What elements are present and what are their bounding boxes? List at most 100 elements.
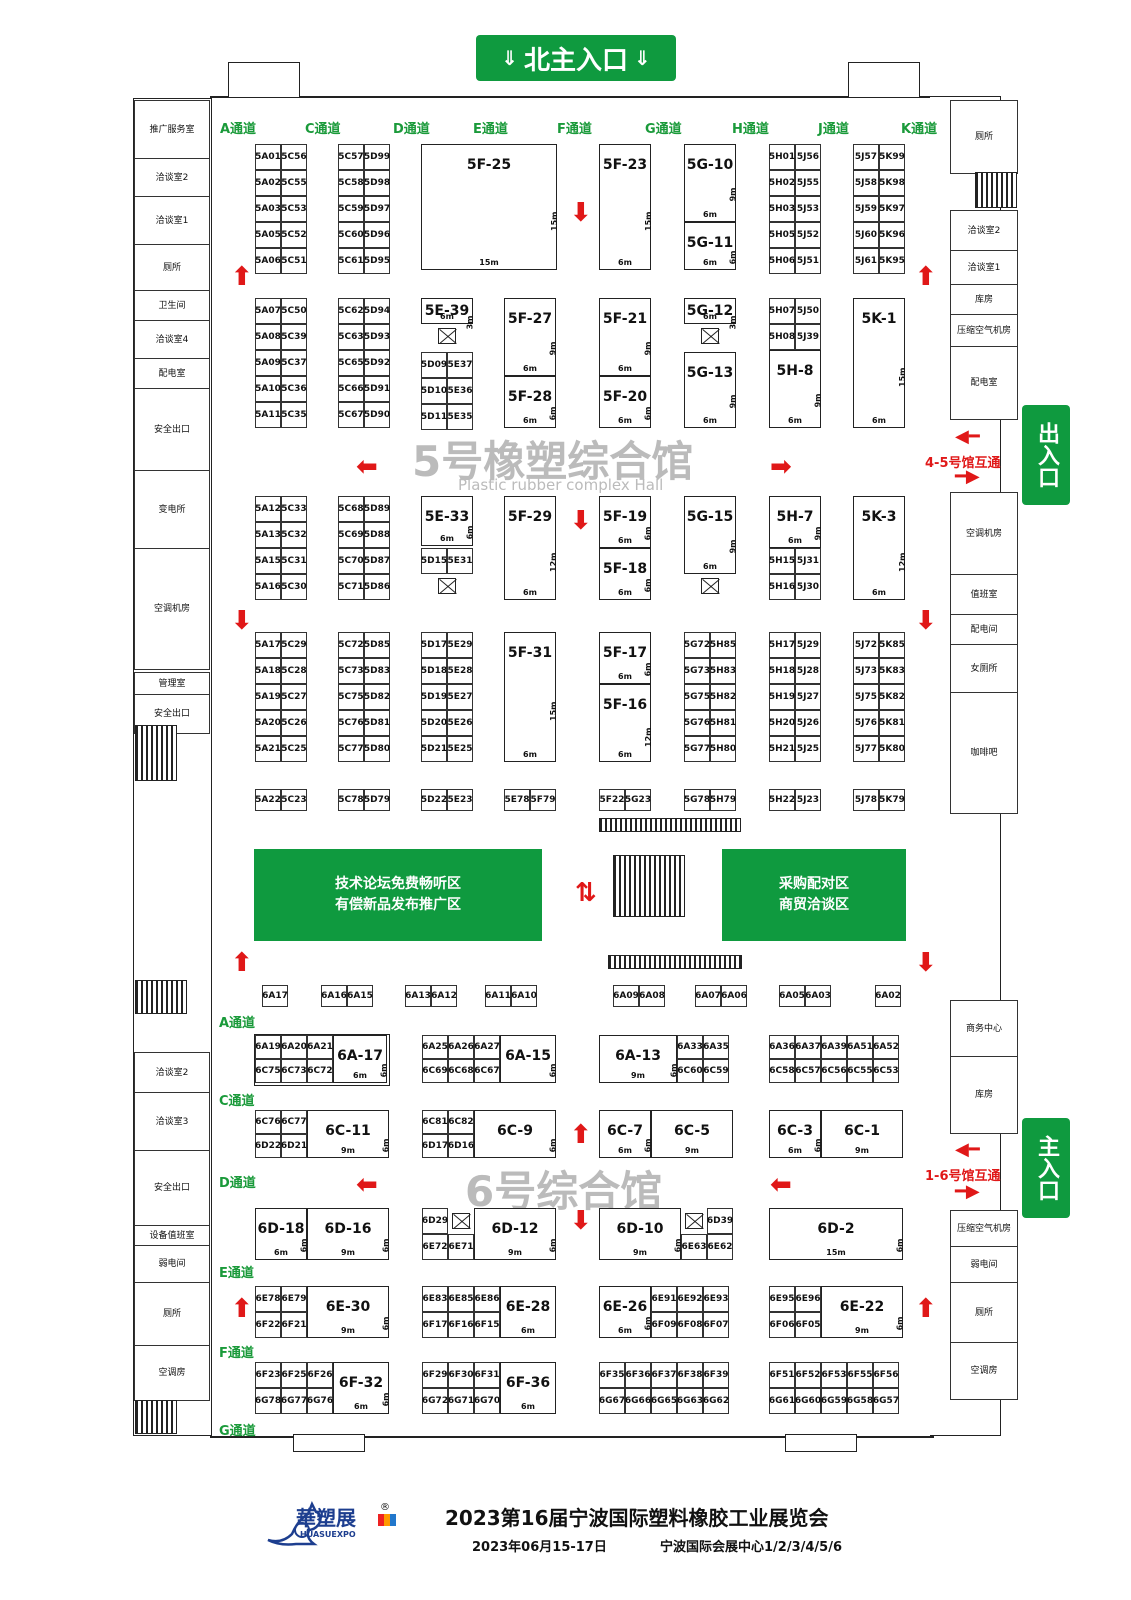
booth-5J39[interactable]: 5J39 (795, 324, 821, 350)
booth-6A10[interactable]: 6A10 (511, 985, 537, 1007)
booth-6F06[interactable]: 6F06 (769, 1312, 795, 1338)
booth-5D80[interactable]: 5D80 (364, 736, 390, 762)
booth-6C60[interactable]: 6C60 (677, 1059, 703, 1083)
booth-6A19[interactable]: 6A19 (255, 1035, 281, 1059)
north-main-entrance[interactable]: ⇓ 北主入口 ⇓ (476, 35, 676, 81)
right-room-10[interactable]: 女厕所 (950, 644, 1018, 694)
booth-6F39[interactable]: 6F39 (703, 1362, 729, 1388)
left-room-3[interactable]: 洽谈室1 (134, 196, 210, 246)
left-room-2[interactable]: 洽谈室2 (134, 158, 210, 198)
booth-6A21[interactable]: 6A21 (307, 1035, 333, 1059)
left-room-8[interactable]: 安全出口 (134, 388, 210, 472)
left-room-6[interactable]: 洽谈室4 (134, 320, 210, 360)
right-room-8[interactable]: 值班室 (950, 574, 1018, 616)
booth-6A07[interactable]: 6A07 (695, 985, 721, 1007)
booth-6C76[interactable]: 6C76 (255, 1110, 281, 1134)
booth-5J76[interactable]: 5J76 (853, 710, 879, 736)
booth-5H07[interactable]: 5H07 (769, 298, 795, 324)
booth-6C75[interactable]: 6C75 (255, 1059, 281, 1083)
booth-5A11[interactable]: 5A11 (255, 402, 281, 428)
booth-6D17[interactable]: 6D17 (422, 1134, 448, 1158)
booth-5C29[interactable]: 5C29 (281, 632, 307, 658)
booth-6F17[interactable]: 6F17 (422, 1312, 448, 1338)
booth-5D98[interactable]: 5D98 (364, 170, 390, 196)
booth-5J27[interactable]: 5J27 (795, 684, 821, 710)
right-room-14[interactable]: 压缩空气机房 (950, 1210, 1018, 1248)
booth-5H79[interactable]: 5H79 (710, 789, 736, 811)
booth-6G57[interactable]: 6G57 (873, 1388, 899, 1414)
booth-5D20[interactable]: 5D20 (421, 710, 447, 736)
booth-6F29[interactable]: 6F29 (422, 1362, 448, 1388)
booth-5C32[interactable]: 5C32 (281, 522, 307, 548)
booth-5H22[interactable]: 5H22 (769, 789, 795, 811)
booth-6A05[interactable]: 6A05 (779, 985, 805, 1007)
booth-6A09[interactable]: 6A09 (613, 985, 639, 1007)
booth-5A05[interactable]: 5A05 (255, 222, 281, 248)
booth-6F31[interactable]: 6F31 (474, 1362, 500, 1388)
booth-5A10[interactable]: 5A10 (255, 376, 281, 402)
booth-6G58[interactable]: 6G58 (847, 1388, 873, 1414)
booth-6C59[interactable]: 6C59 (703, 1059, 729, 1083)
booth-6F56[interactable]: 6F56 (873, 1362, 899, 1388)
booth-5C67[interactable]: 5C67 (338, 402, 364, 428)
booth-5H01[interactable]: 5H01 (769, 144, 795, 170)
booth-6C69[interactable]: 6C69 (422, 1059, 448, 1083)
booth-6F35[interactable]: 6F35 (599, 1362, 625, 1388)
booth-6A02[interactable]: 6A02 (875, 985, 901, 1007)
booth-6D21[interactable]: 6D21 (281, 1134, 307, 1158)
booth-6C57[interactable]: 6C57 (795, 1059, 821, 1083)
booth-5C33[interactable]: 5C33 (281, 496, 307, 522)
booth-5H19[interactable]: 5H19 (769, 684, 795, 710)
booth-5J59[interactable]: 5J59 (853, 196, 879, 222)
booth-5D87[interactable]: 5D87 (364, 548, 390, 574)
booth-5J28[interactable]: 5J28 (795, 658, 821, 684)
right-room-2[interactable]: 洽谈室2 (950, 210, 1018, 252)
right-room-4[interactable]: 库房 (950, 284, 1018, 316)
booth-5C58[interactable]: 5C58 (338, 170, 364, 196)
booth-5C71[interactable]: 5C71 (338, 574, 364, 600)
booth-6F25[interactable]: 6F25 (281, 1362, 307, 1388)
booth-5E26[interactable]: 5E26 (447, 710, 473, 736)
left-room-5[interactable]: 卫生间 (134, 290, 210, 322)
booth-5K85[interactable]: 5K85 (879, 632, 905, 658)
booth-6F21[interactable]: 6F21 (281, 1312, 307, 1338)
booth-5F79[interactable]: 5F79 (530, 789, 556, 811)
booth-5D83[interactable]: 5D83 (364, 658, 390, 684)
left-room-9[interactable]: 变电所 (134, 470, 210, 550)
booth-6F09[interactable]: 6F09 (651, 1312, 677, 1338)
booth-5D97[interactable]: 5D97 (364, 196, 390, 222)
booth-5K82[interactable]: 5K82 (879, 684, 905, 710)
booth-5D15[interactable]: 5D15 (421, 548, 447, 574)
left-room-1[interactable]: 推广服务室 (134, 100, 210, 160)
booth-5J31[interactable]: 5J31 (795, 548, 821, 574)
booth-6C82[interactable]: 6C82 (448, 1110, 474, 1134)
booth-5C68[interactable]: 5C68 (338, 496, 364, 522)
booth-5A15[interactable]: 5A15 (255, 548, 281, 574)
left-room-17[interactable]: 弱电间 (134, 1245, 210, 1284)
booth-6C56[interactable]: 6C56 (821, 1059, 847, 1083)
booth-6A25[interactable]: 6A25 (422, 1035, 448, 1059)
booth-5D10[interactable]: 5D10 (421, 378, 447, 404)
booth-5D82[interactable]: 5D82 (364, 684, 390, 710)
booth-5C56[interactable]: 5C56 (281, 144, 307, 170)
booth-5A19[interactable]: 5A19 (255, 684, 281, 710)
booth-6F37[interactable]: 6F37 (651, 1362, 677, 1388)
booth-6A36[interactable]: 6A36 (769, 1035, 795, 1059)
booth-6G62[interactable]: 6G62 (703, 1388, 729, 1414)
left-room-7[interactable]: 配电室 (134, 358, 210, 390)
booth-5E31[interactable]: 5E31 (447, 548, 473, 574)
left-room-19[interactable]: 空调房 (134, 1345, 210, 1401)
booth-5D86[interactable]: 5D86 (364, 574, 390, 600)
